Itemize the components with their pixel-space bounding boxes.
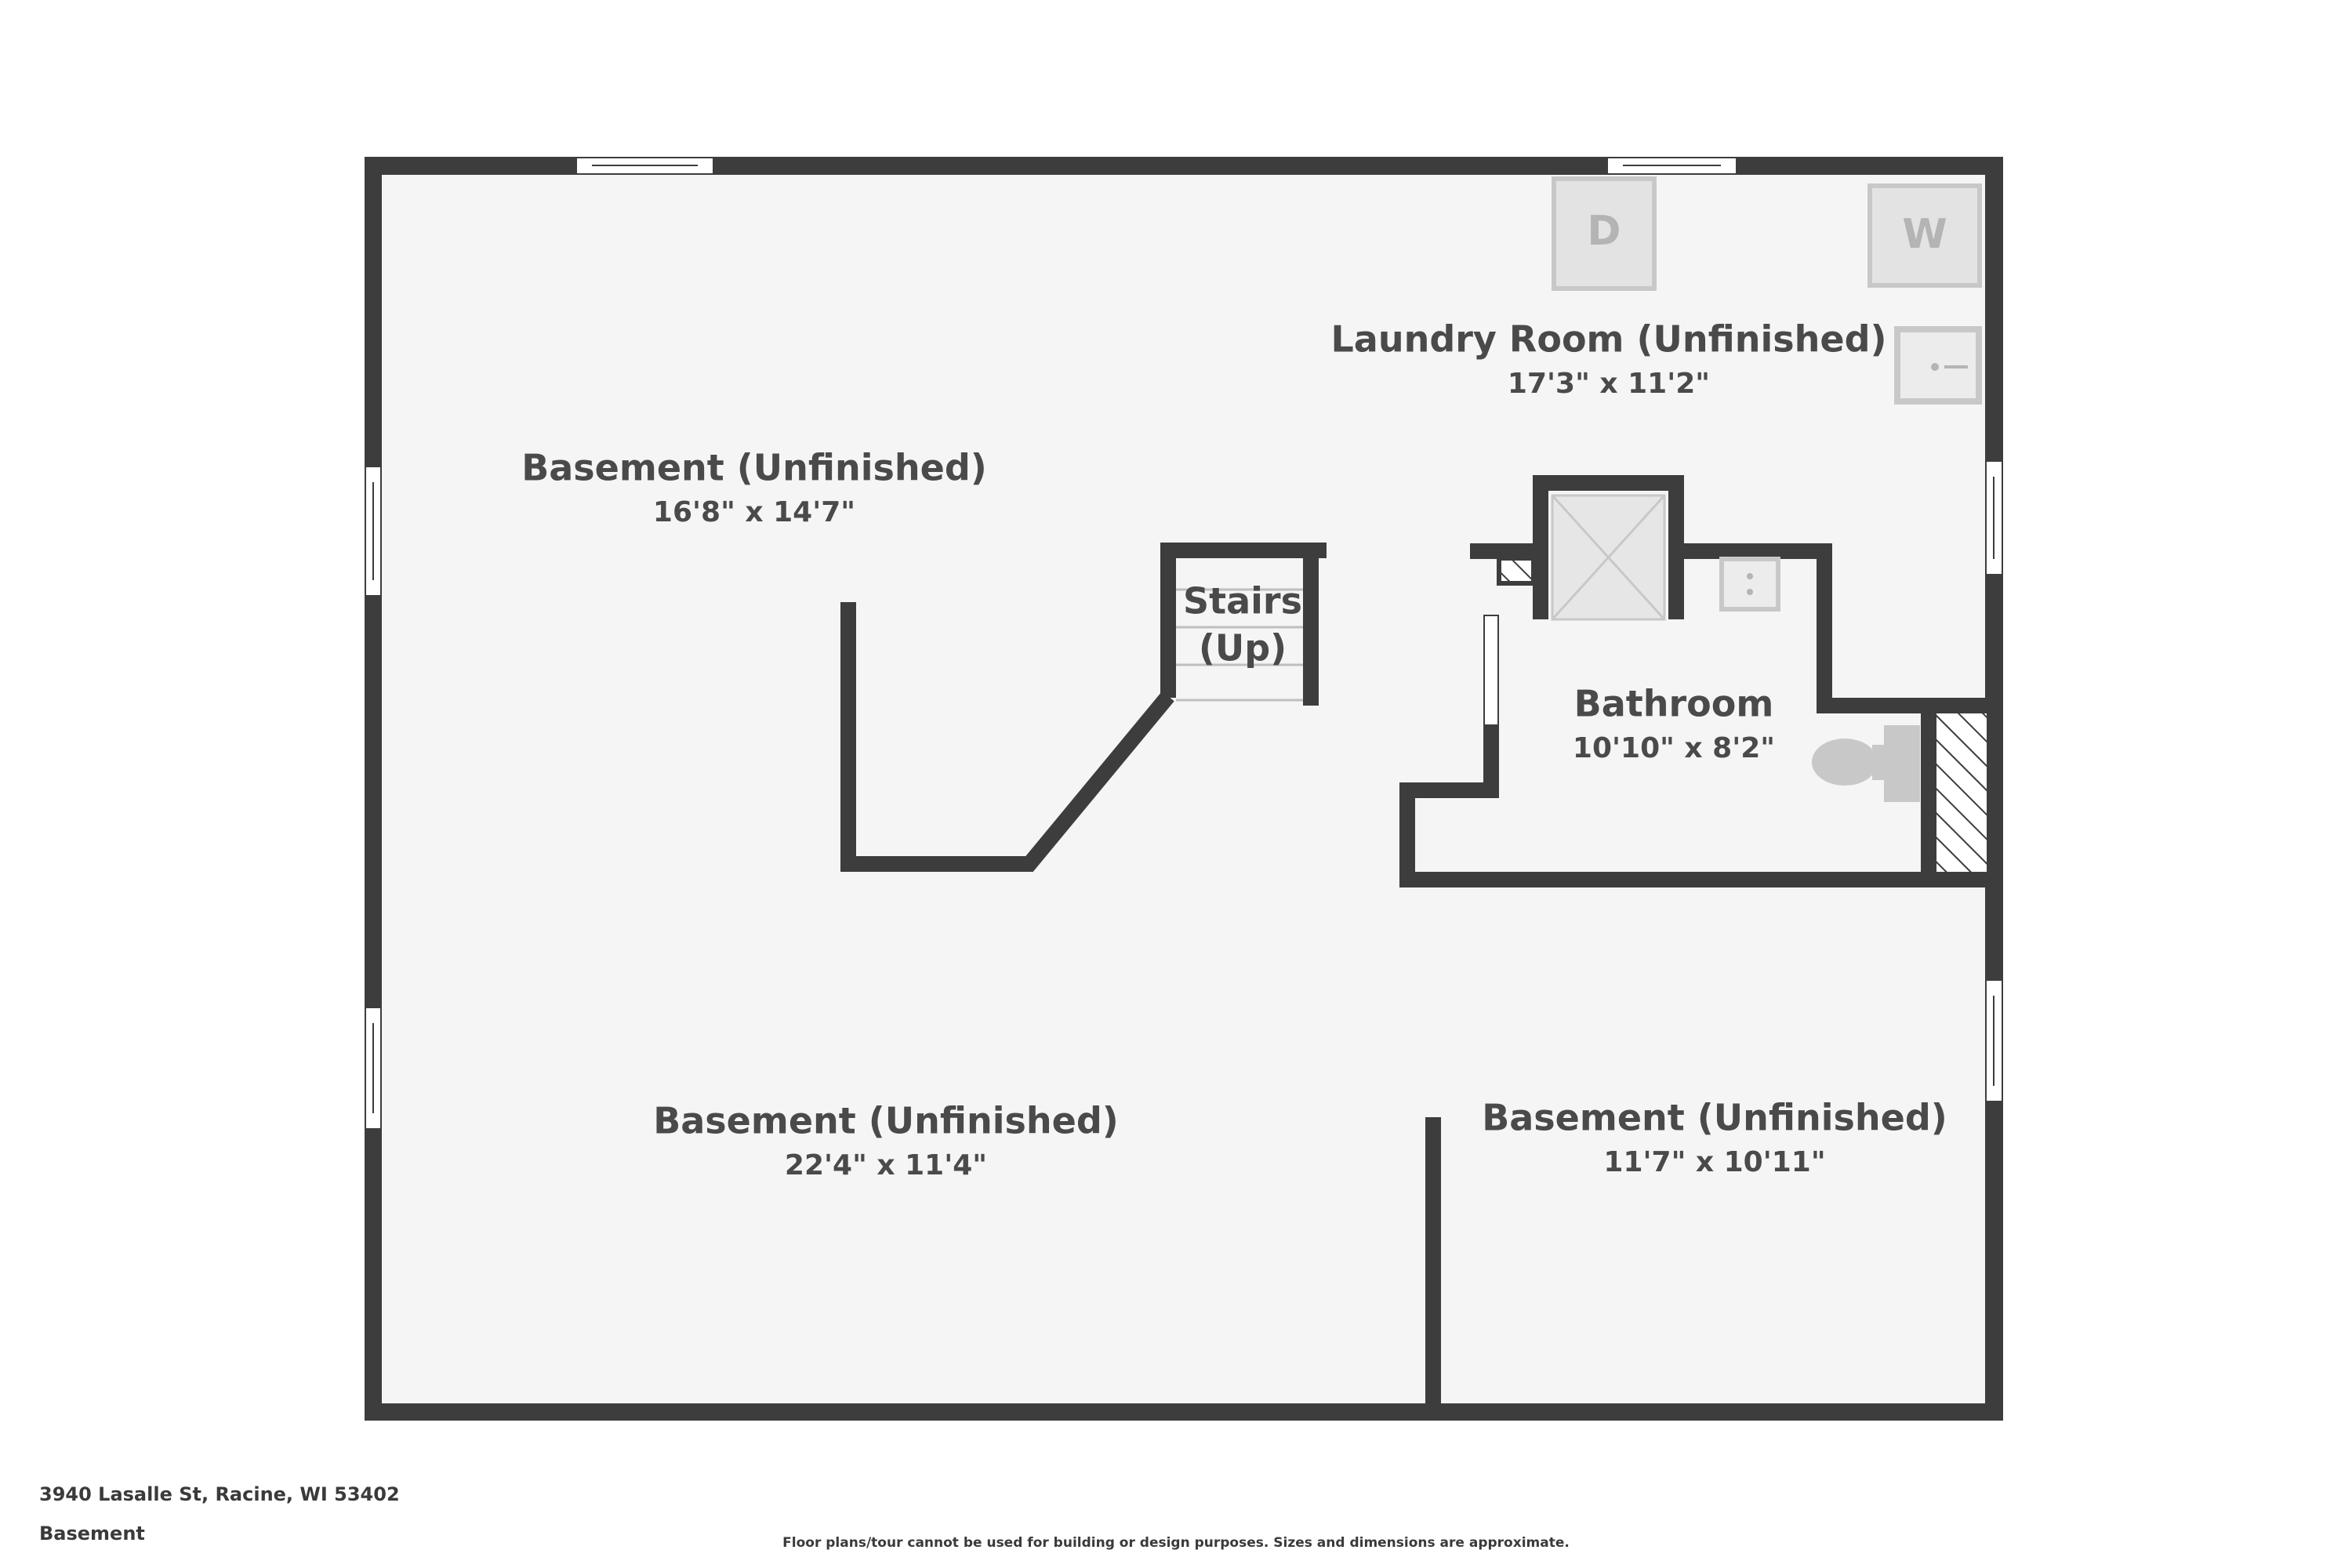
window-left-upper [365,466,382,597]
floor-label: Basement [39,1523,145,1544]
disclaimer: Floor plans/tour cannot be used for buil… [782,1535,1570,1551]
window-top-right [1606,157,1737,175]
floor-area [372,169,1995,1411]
bathroom-right-wall [1676,543,1995,713]
basement-lower-left-name: Basement (Unfinished) [653,1100,1119,1142]
interior-walls [840,475,1995,1411]
shower [1551,494,1666,621]
basement-lower-left-dims: 22'4" x 11'4" [785,1149,987,1181]
basement-lower-right-dims: 11'7" x 10'11" [1603,1146,1825,1178]
laundry-sink [1894,326,1982,405]
laundry-room-name: Laundry Room (Unfinished) [1330,318,1886,361]
bathroom-left-lower-wall [1399,725,1995,887]
bathroom-dims: 10'10" x 8'2" [1573,732,1775,764]
bathroom-doorway [1483,615,1499,726]
stairwell-walls [1160,543,1327,698]
basement-upper-name: Basement (Unfinished) [521,447,987,489]
laundry-room-dims: 17'3" x 11'2" [1508,368,1710,400]
partial-wall-stairs [840,602,1174,872]
window-left-lower [365,1007,382,1130]
bathroom-sink [1719,557,1780,612]
stair-treads [1176,588,1303,702]
washer-icon: W [1867,183,1982,288]
bathroom-name: Bathroom [1574,683,1774,725]
window-top-left [575,157,714,175]
svg-text:D: D [1587,208,1621,255]
windows [365,157,2003,1130]
chase-closet [1936,713,1987,872]
chase-small [1497,556,1536,586]
window-right-upper [1985,460,2003,575]
toilet [1812,725,1920,802]
dryer-icon: D [1552,176,1657,291]
basement-upper-dims: 16'8" x 14'7" [653,496,855,528]
basement-lower-right-name: Basement (Unfinished) [1482,1097,1947,1139]
stairs-label-line2: (Up) [1199,627,1287,670]
window-right-lower [1985,979,2003,1102]
stairs-label-line1: Stairs [1183,580,1302,622]
property-address: 3940 Lasalle St, Racine, WI 53402 [39,1483,400,1505]
svg-text:W: W [1902,211,1947,258]
